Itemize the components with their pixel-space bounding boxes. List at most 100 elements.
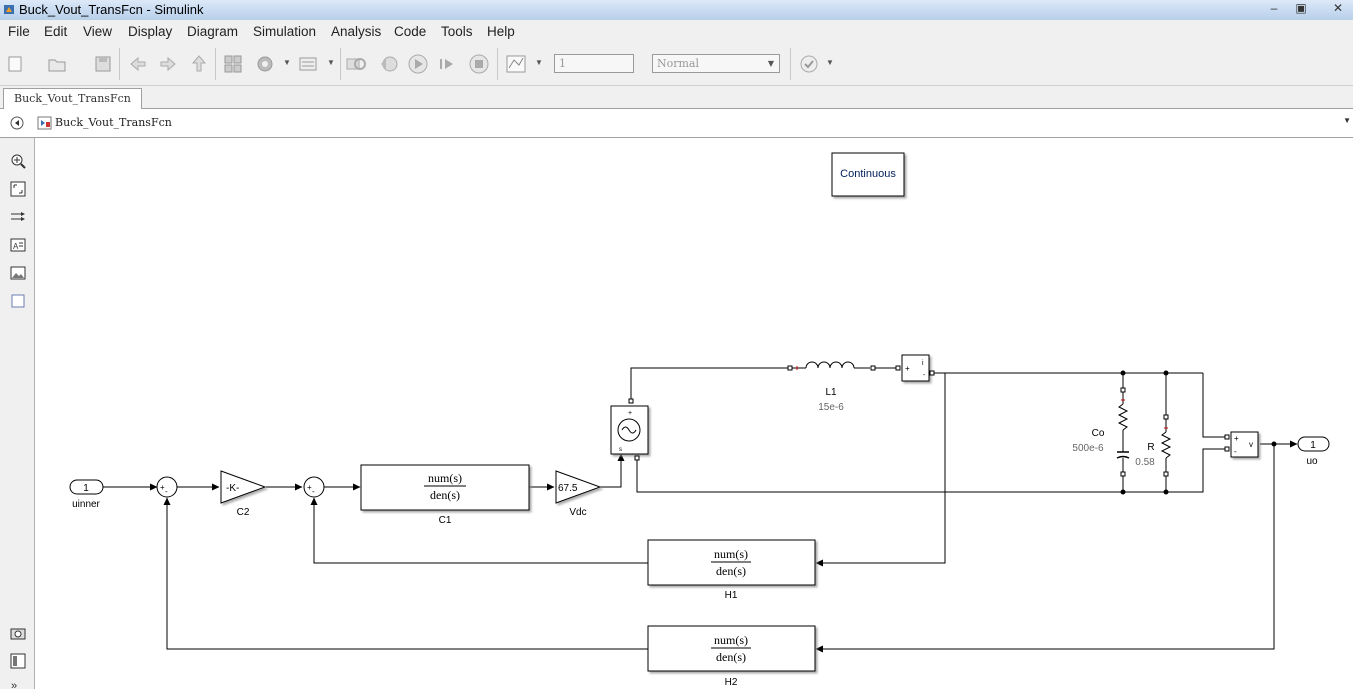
tab-model[interactable]: Buck_Vout_TransFcn: [3, 88, 142, 110]
svg-text:A: A: [13, 242, 19, 251]
simulation-mode-select[interactable]: Normal ▼: [652, 54, 780, 73]
inductor-l1[interactable]: L1 15e-6: [787, 361, 876, 413]
chevron-down-icon[interactable]: ▼: [1343, 116, 1351, 125]
area-icon[interactable]: [10, 293, 26, 309]
up-arrow-icon[interactable]: [188, 53, 210, 75]
gain-value: 67.5: [558, 483, 578, 494]
menu-code[interactable]: Code: [394, 24, 427, 39]
model-tab-bar: Buck_Vout_TransFcn: [0, 86, 1353, 110]
transfer-fcn-h1[interactable]: num(s) den(s) H1: [647, 539, 816, 601]
stop-icon[interactable]: [468, 53, 490, 75]
capacitor-value: 500e-6: [1072, 443, 1104, 454]
minimize-button[interactable]: –: [1270, 1, 1278, 15]
run-icon[interactable]: [407, 53, 429, 75]
screenshot-camera-icon[interactable]: [10, 625, 26, 641]
breadcrumb: Buck_Vout_TransFcn ▼: [0, 109, 1353, 138]
toolbar: ▼ ▼ ▼ 1 Normal ▼ ▼: [0, 44, 1353, 86]
sum-block-inner[interactable]: + -: [303, 476, 325, 498]
hide-browser-icon[interactable]: [10, 116, 24, 130]
powergui-continuous-block[interactable]: Continuous: [831, 152, 905, 197]
canvas-palette: A »: [0, 138, 35, 692]
tf-numerator: num(s): [714, 547, 748, 561]
annotation-icon[interactable]: A: [10, 237, 26, 253]
voltage-output-label: v: [1249, 440, 1253, 449]
step-back-icon[interactable]: [377, 53, 399, 75]
chevron-down-icon[interactable]: ▼: [535, 58, 543, 67]
model-browser-icon[interactable]: [10, 653, 26, 669]
stop-time-input[interactable]: 1: [554, 54, 634, 73]
source-plus-sign: +: [628, 410, 632, 417]
voltage-measurement-block[interactable]: + v -: [1224, 431, 1259, 458]
gain-block-c2[interactable]: -K- C2: [220, 470, 267, 518]
tf-label: H1: [725, 590, 738, 601]
chevron-down-icon[interactable]: ▼: [327, 58, 335, 67]
menu-help[interactable]: Help: [487, 24, 515, 39]
resistor-label: R: [1147, 442, 1154, 453]
back-arrow-icon[interactable]: [127, 53, 149, 75]
menu-view[interactable]: View: [83, 24, 113, 39]
menu-simulation[interactable]: Simulation: [253, 24, 317, 39]
library-browser-icon[interactable]: [222, 53, 244, 75]
capacitor-co[interactable]: Co 500e-6: [1072, 387, 1130, 477]
current-measurement-block[interactable]: + i -: [895, 354, 935, 382]
inport-label: uinner: [72, 499, 100, 510]
tf-numerator: num(s): [714, 633, 748, 647]
source-s-port: s: [619, 447, 622, 453]
tf-denominator: den(s): [716, 650, 746, 664]
route-lines-icon[interactable]: [10, 209, 26, 225]
scope-icon[interactable]: [505, 53, 527, 75]
menu-diagram[interactable]: Diagram: [187, 24, 239, 39]
expand-chevrons-icon[interactable]: »: [11, 680, 18, 692]
signal-lines: [103, 373, 1298, 653]
model-explorer-icon[interactable]: [297, 53, 319, 75]
controlled-voltage-source[interactable]: + s: [610, 398, 649, 461]
zoom-in-icon[interactable]: [10, 153, 26, 169]
gain-value: -K-: [226, 483, 239, 494]
outport-uo[interactable]: 1 uo: [1297, 436, 1330, 467]
menu-analysis[interactable]: Analysis: [331, 24, 382, 39]
sum-block-outer[interactable]: + -: [156, 476, 178, 498]
model-advisor-check-icon[interactable]: [798, 53, 820, 75]
close-button[interactable]: ✕: [1332, 1, 1344, 15]
chevron-down-icon: ▼: [767, 59, 774, 68]
chevron-down-icon[interactable]: ▼: [826, 58, 834, 67]
capacitor-label: Co: [1092, 428, 1105, 439]
transfer-fcn-h2[interactable]: num(s) den(s) H2: [647, 625, 816, 688]
block-diagram: Continuous 1 uinner + -: [69, 152, 1330, 688]
menu-file[interactable]: File: [8, 24, 30, 39]
save-icon[interactable]: [92, 53, 114, 75]
maximize-button[interactable]: ▣: [1295, 1, 1307, 15]
model-canvas[interactable]: Continuous 1 uinner + -: [35, 138, 1353, 689]
power-lines: [630, 367, 1227, 493]
menu-bar: File Edit View Display Diagram Simulatio…: [0, 20, 1353, 44]
powergui-label: Continuous: [840, 168, 896, 180]
window-title: Buck_Vout_TransFcn - Simulink: [19, 2, 204, 17]
inport-number: 1: [83, 483, 89, 494]
settings-gear-icon[interactable]: [254, 53, 276, 75]
title-bar: Buck_Vout_TransFcn - Simulink – ▣ ✕: [0, 0, 1353, 20]
menu-edit[interactable]: Edit: [44, 24, 68, 39]
forward-arrow-icon[interactable]: [157, 53, 179, 75]
menu-display[interactable]: Display: [128, 24, 173, 39]
menu-tools[interactable]: Tools: [441, 24, 473, 39]
sum-plus-sign: +: [160, 483, 165, 492]
transfer-fcn-c1[interactable]: num(s) den(s) C1: [360, 464, 530, 526]
inport-uinner[interactable]: 1 uinner: [69, 479, 104, 510]
image-icon[interactable]: [10, 265, 26, 281]
breadcrumb-model-path[interactable]: Buck_Vout_TransFcn: [55, 116, 172, 129]
new-model-icon[interactable]: [6, 53, 28, 75]
resistor-r[interactable]: R 0.58: [1135, 414, 1172, 477]
fit-to-view-icon[interactable]: [10, 181, 26, 197]
sum-minus-sign: -: [165, 487, 168, 496]
current-plus-sign: +: [905, 364, 910, 373]
step-forward-icon[interactable]: [437, 53, 459, 75]
gain-label: Vdc: [569, 507, 586, 518]
outport-label: uo: [1306, 456, 1318, 467]
tf-label: H2: [725, 677, 738, 688]
rebuild-icon[interactable]: [345, 53, 367, 75]
open-folder-icon[interactable]: [46, 53, 68, 75]
gain-label: C2: [237, 507, 250, 518]
chevron-down-icon[interactable]: ▼: [283, 58, 291, 67]
gain-block-vdc[interactable]: 67.5 Vdc: [555, 470, 602, 518]
outport-number: 1: [1310, 440, 1316, 451]
